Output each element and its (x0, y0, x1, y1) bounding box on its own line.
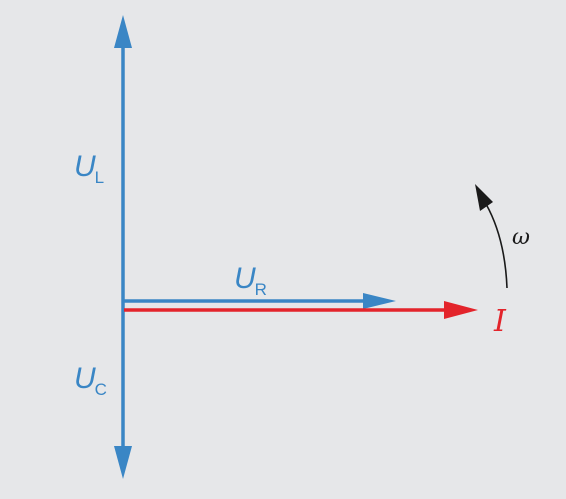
capacitor-voltage-label: UC (74, 362, 107, 399)
triangle-arrowhead-icon (444, 301, 478, 319)
resistor-voltage-label: UR (234, 262, 267, 299)
curved-arrow-counterclockwise-icon (475, 184, 493, 211)
current-label: I (493, 304, 507, 339)
inductor-voltage-label: UL (74, 150, 104, 187)
resistor-voltage-phasor (122, 293, 396, 309)
triangle-arrowhead-icon (114, 15, 132, 48)
triangle-arrowhead-icon (363, 293, 396, 309)
rotation-indicator (475, 184, 508, 289)
triangle-arrowhead-icon (114, 446, 132, 479)
inductor-voltage-phasor (114, 15, 132, 302)
rotation-arc (485, 203, 508, 289)
angular-velocity-label: ω (512, 225, 530, 250)
capacitor-voltage-phasor (114, 302, 132, 479)
current-phasor (124, 301, 478, 319)
